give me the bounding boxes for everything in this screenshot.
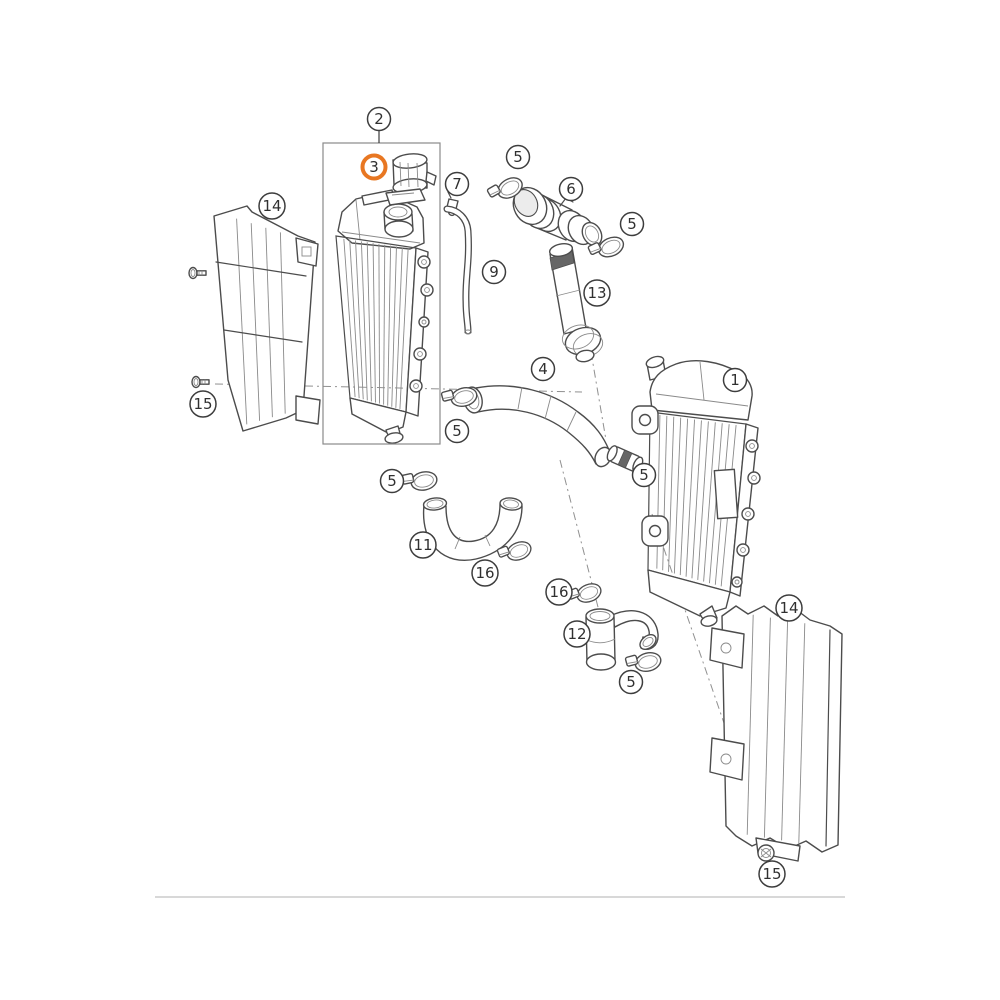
mount-tab-icon [631,405,669,547]
callout-5[interactable]: 5 [619,211,645,237]
callout-number: 5 [452,422,462,440]
callout-number: 14 [779,599,798,617]
callout-number: 5 [639,466,649,484]
callout-15[interactable]: 15 [189,390,217,418]
callout-7[interactable]: 7 [444,171,470,197]
callout-number: 7 [452,175,462,193]
callout-number: 5 [513,148,523,166]
callout-number: 2 [374,110,384,128]
part-13-straight-hose-icon [548,242,604,363]
callout-11[interactable]: 11 [409,531,437,559]
callout-number: 9 [489,263,499,281]
part-15-screw-icon [757,844,775,862]
part-6-hose-connector-icon [512,186,603,247]
callout-9[interactable]: 9 [481,259,507,285]
callout-15[interactable]: 15 [758,860,786,888]
part-12-y-hose-icon [585,608,659,671]
part-11-elbow-hose-icon [422,497,523,561]
part-14-radiator-guard-left-icon [188,205,321,432]
callout-2[interactable]: 2 [366,106,392,132]
callout-number: 15 [762,865,781,883]
callout-number: 16 [475,564,494,582]
part-9-overflow-hose-icon [443,205,472,335]
callout-5[interactable]: 5 [379,468,405,494]
callout-number: 5 [387,472,397,490]
callout-14[interactable]: 14 [258,192,286,220]
callout-number: 16 [549,583,568,601]
overlays [155,142,845,898]
callout-number: 6 [566,180,576,198]
callout-number: 1 [730,371,740,389]
callout-1[interactable]: 1 [722,367,748,393]
callout-number: 13 [587,284,606,302]
callout-3-highlighted[interactable]: 3 [360,153,388,181]
callout-14[interactable]: 14 [775,594,803,622]
callout-number: 5 [626,673,636,691]
part-5-hose-clamp-icon [400,467,440,495]
callout-number: 5 [627,215,637,233]
callout-number: 3 [369,158,379,176]
assembly-box-part-2 [322,142,441,445]
callout-number: 12 [567,625,586,643]
callout-6[interactable]: 6 [558,176,584,202]
callout-16[interactable]: 16 [545,578,573,606]
part-14-radiator-guard-right-icon [709,605,843,862]
callout-number: 11 [413,536,432,554]
callout-5[interactable]: 5 [631,462,657,488]
callout-5[interactable]: 5 [444,418,470,444]
part-4-radiator-hose-icon [440,383,644,473]
part-3-radiator-cap-icon [385,153,437,206]
callout-5[interactable]: 5 [618,669,644,695]
callout-layer: 2 3 5 7 6 14 5 9 13 4 1 15 5 5 5 11 16 16 12 5 14 15 [189,106,803,888]
callout-5[interactable]: 5 [505,144,531,170]
callout-number: 14 [262,197,281,215]
callout-4[interactable]: 4 [530,356,556,382]
part-15-screw-icon [188,266,210,389]
part-2-radiator-left-icon [335,189,434,444]
callout-number: 4 [538,360,548,378]
callout-12[interactable]: 12 [563,620,591,648]
callout-13[interactable]: 13 [583,279,611,307]
callout-number: 15 [193,395,212,413]
part-1-radiator-right-icon [631,355,761,627]
callout-16[interactable]: 16 [471,559,499,587]
guide-line-1 [590,351,607,441]
